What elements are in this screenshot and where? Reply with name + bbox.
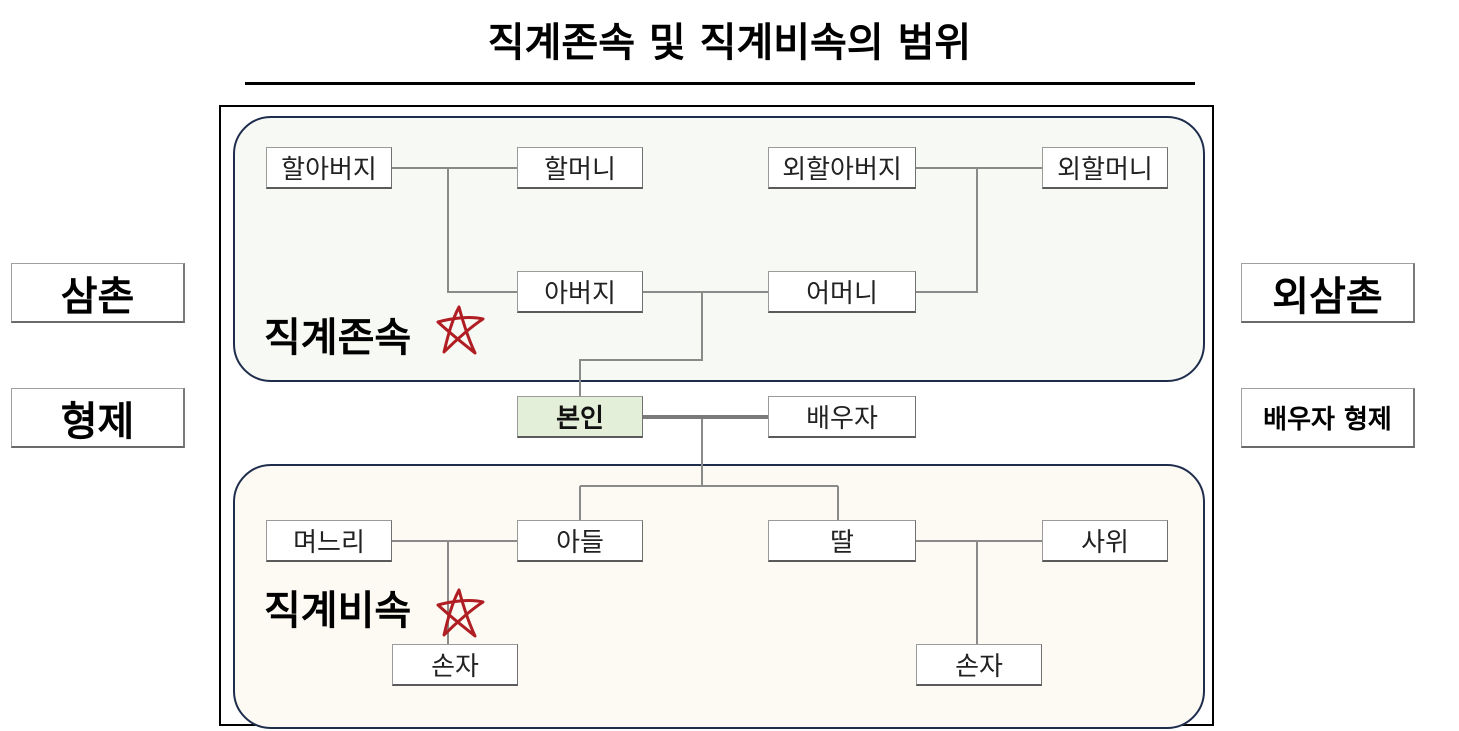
grandfather-box: 할아버지 [266,147,392,189]
star-icon [436,588,485,638]
self-box: 본인 [517,396,643,438]
siblings-box: 형제 [11,388,185,448]
connector-grandparents-to-father [447,168,517,293]
spouse-box: 배우자 [768,396,916,438]
daughter-in-law-box: 며느리 [266,520,392,562]
grandchild-left-box: 손자 [392,644,518,686]
connector-parents-to-self [579,292,703,397]
page-title: 직계존속 및 직계비속의 범위 [487,20,972,66]
spouse-siblings-box: 배우자 형제 [1241,388,1415,448]
connector-maternal-to-mother [916,168,978,293]
descendants-label: 직계비속 [264,588,412,634]
father-box: 아버지 [517,271,643,313]
son-in-law-box: 사위 [1042,520,1168,562]
grandmother-box: 할머니 [517,147,643,189]
star-icon [436,305,485,355]
grandchild-right-box: 손자 [916,644,1042,686]
maternal-grandmother-box: 외할머니 [1042,147,1168,189]
title-divider [245,82,1195,85]
daughter-box: 딸 [768,520,916,562]
maternal-uncle-box: 외삼촌 [1241,263,1415,323]
maternal-grandfather-box: 외할아버지 [768,147,916,189]
ascendants-label: 직계존속 [264,315,412,361]
mother-box: 어머니 [768,271,916,313]
son-box: 아들 [517,520,643,562]
uncle-box: 삼촌 [11,263,185,323]
